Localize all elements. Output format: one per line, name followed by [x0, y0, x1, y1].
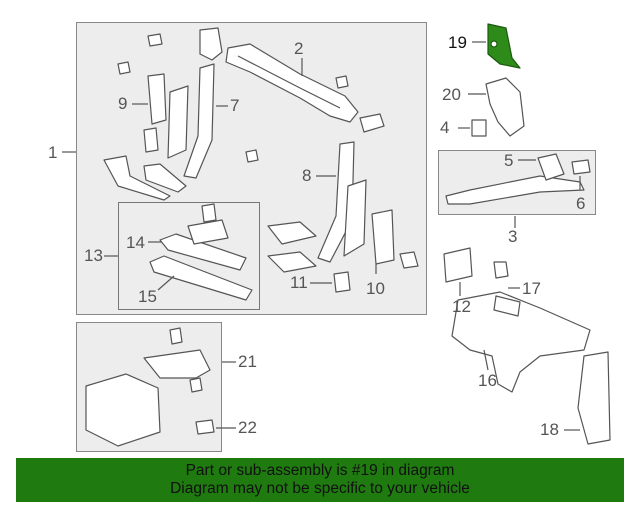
callout-20: 20 [442, 85, 461, 104]
bolt-icon [147, 33, 163, 47]
part-19-highlighted [487, 23, 521, 69]
callout-8: 8 [302, 166, 312, 185]
callout-13: 13 [84, 246, 103, 265]
callout-17: 17 [522, 279, 541, 298]
part-15-bar [149, 255, 253, 301]
bolt-icon [335, 75, 349, 89]
callout-6: 6 [576, 194, 586, 213]
part-clip [359, 113, 385, 133]
part-14-bracket [187, 219, 229, 245]
callout-3: 3 [508, 227, 518, 246]
part-11-bracket [333, 271, 351, 293]
part-10-bracket [371, 209, 395, 265]
part-6-clip [571, 159, 591, 175]
part-21-sensor [85, 373, 161, 447]
part-16-carrier [451, 291, 591, 393]
part-side-plate [343, 179, 367, 257]
callout-10: 10 [366, 279, 385, 298]
banner-line-1: Part or sub-assembly is #19 in diagram [185, 462, 455, 479]
callout-14: 14 [126, 233, 145, 252]
bolt-icon [399, 251, 419, 269]
bolt-icon [245, 149, 259, 163]
banner-line-2: Diagram may not be specific to your vehi… [170, 480, 470, 497]
bolt-icon [169, 327, 183, 345]
part-17-clip [493, 261, 509, 279]
part-bracket-top [199, 27, 223, 61]
part-bottom-bracket [267, 251, 317, 273]
callout-21: 21 [238, 352, 257, 371]
part-18-bracket [577, 351, 611, 445]
part-5-bracket [537, 153, 565, 181]
callout-19: 19 [448, 33, 467, 52]
part-bottom-bracket [267, 221, 317, 245]
part-21-bracket [143, 349, 211, 379]
part-9-bracket [147, 73, 167, 125]
callout-4: 4 [440, 118, 450, 137]
callout-5: 5 [504, 151, 514, 170]
callout-9: 9 [118, 94, 128, 113]
callout-11: 11 [290, 273, 308, 292]
part-lower-plate [143, 163, 187, 193]
callout-22: 22 [238, 418, 257, 437]
part-reinforcement [167, 85, 189, 159]
bolt-icon [189, 377, 203, 393]
callout-16: 16 [478, 371, 497, 390]
callout-2: 2 [294, 39, 304, 58]
callout-12: 12 [452, 297, 471, 316]
callout-18: 18 [540, 420, 559, 439]
part-16-bracket [493, 295, 521, 317]
part-20-duct [485, 77, 525, 137]
part-4-bushing [471, 119, 487, 137]
part-lower-bracket [103, 155, 171, 201]
part-7-pillar [183, 63, 215, 179]
part-14-bar [159, 233, 247, 271]
part-3-support [445, 175, 585, 205]
info-banner: Part or sub-assembly is #19 in diagram D… [16, 458, 624, 502]
part-small-bracket [143, 127, 159, 153]
callout-15: 15 [138, 287, 157, 306]
bolt-icon [201, 203, 217, 223]
part-2-upper-support [225, 43, 359, 123]
part-22-bolt [195, 419, 215, 435]
part-12-bracket [443, 247, 473, 283]
callout-7: 7 [230, 96, 240, 115]
callout-1: 1 [48, 143, 58, 162]
bolt-icon [117, 61, 131, 75]
